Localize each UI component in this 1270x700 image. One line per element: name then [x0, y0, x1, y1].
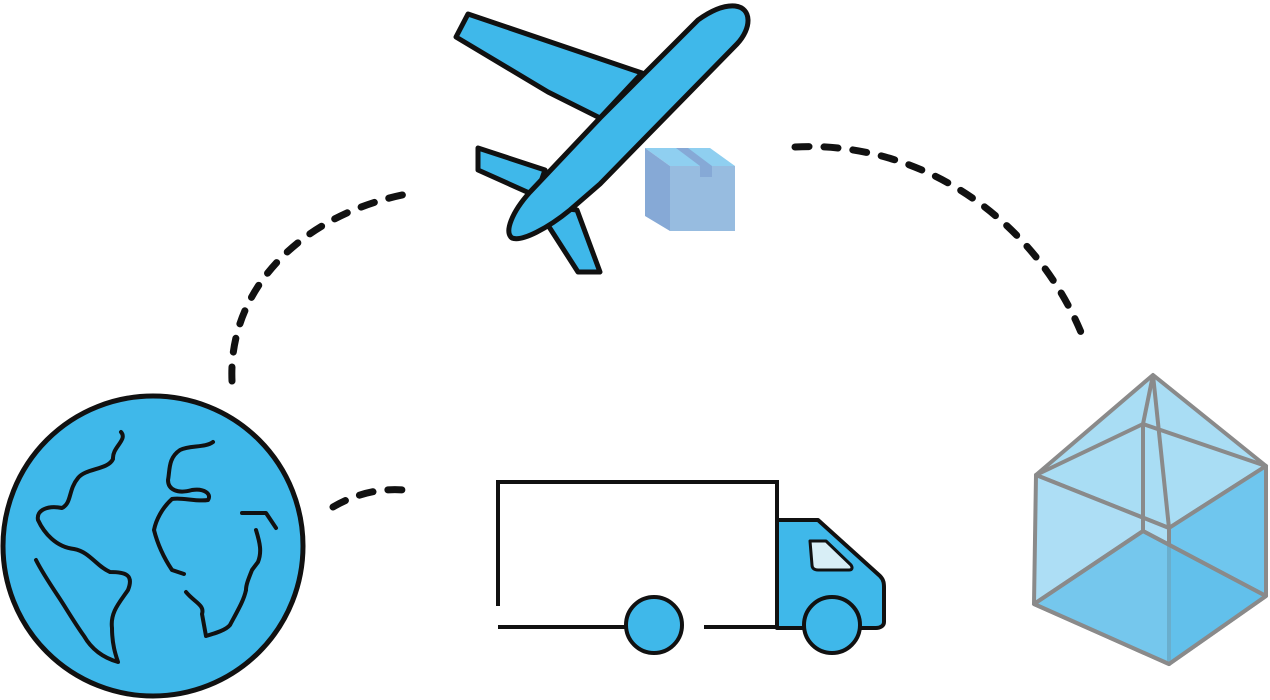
route-globe-to-plane	[228, 190, 411, 385]
truck-rear-wheel	[624, 595, 684, 655]
globe-icon	[0, 393, 306, 699]
crystal-cube-icon	[1032, 373, 1268, 666]
truck-window	[808, 539, 854, 572]
truck-cab	[775, 518, 886, 630]
dashed-route-lines	[228, 143, 1090, 511]
airplane-icon	[453, 3, 751, 275]
delivery-truck-icon	[496, 480, 886, 655]
route-globe-to-truck	[329, 486, 408, 511]
route-plane-to-cube	[791, 143, 1090, 349]
package-box-icon	[645, 148, 735, 231]
truck-front-wheel	[802, 595, 862, 655]
